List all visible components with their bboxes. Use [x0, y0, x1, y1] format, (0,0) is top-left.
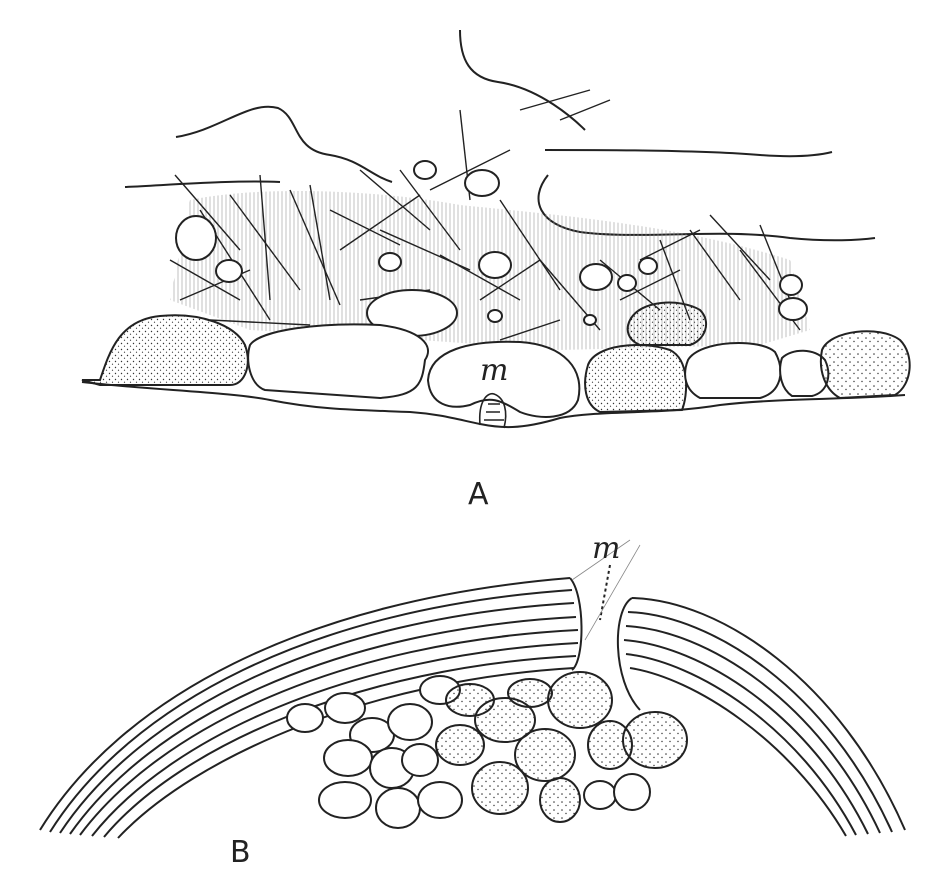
panel-b-label: B — [230, 835, 251, 870]
upper-tissue-outline-2 — [459, 29, 586, 131]
upper-tissue-outline-3 — [544, 149, 833, 158]
stippled-cell-upper — [626, 301, 708, 346]
marker-m-panel-b: m — [592, 531, 620, 566]
cell-2 — [247, 323, 429, 400]
oval-cells — [175, 160, 808, 337]
right-fibre-bundle — [616, 597, 906, 837]
upper-tissue-outline-5 — [124, 180, 281, 188]
panel-a-label: A — [468, 477, 489, 512]
stippled-cell-left — [81, 314, 249, 386]
marker-m-panel-a: m — [480, 353, 508, 388]
stomatal-pore — [478, 392, 507, 429]
fibre-strokes — [169, 89, 801, 341]
panel-a-section-view: m A — [81, 29, 911, 512]
panel-b-section-view: m — [39, 531, 906, 870]
upper-tissue-outline — [175, 105, 393, 183]
parenchyma-cells-plain — [286, 675, 651, 829]
pore-fine-lines — [571, 539, 641, 641]
parenchyma-cells-stippled — [435, 671, 688, 823]
cell-6 — [684, 342, 782, 399]
stippled-cell-right — [584, 344, 688, 414]
dotted-cell-right — [820, 330, 911, 400]
cell-guard-m — [426, 340, 581, 418]
